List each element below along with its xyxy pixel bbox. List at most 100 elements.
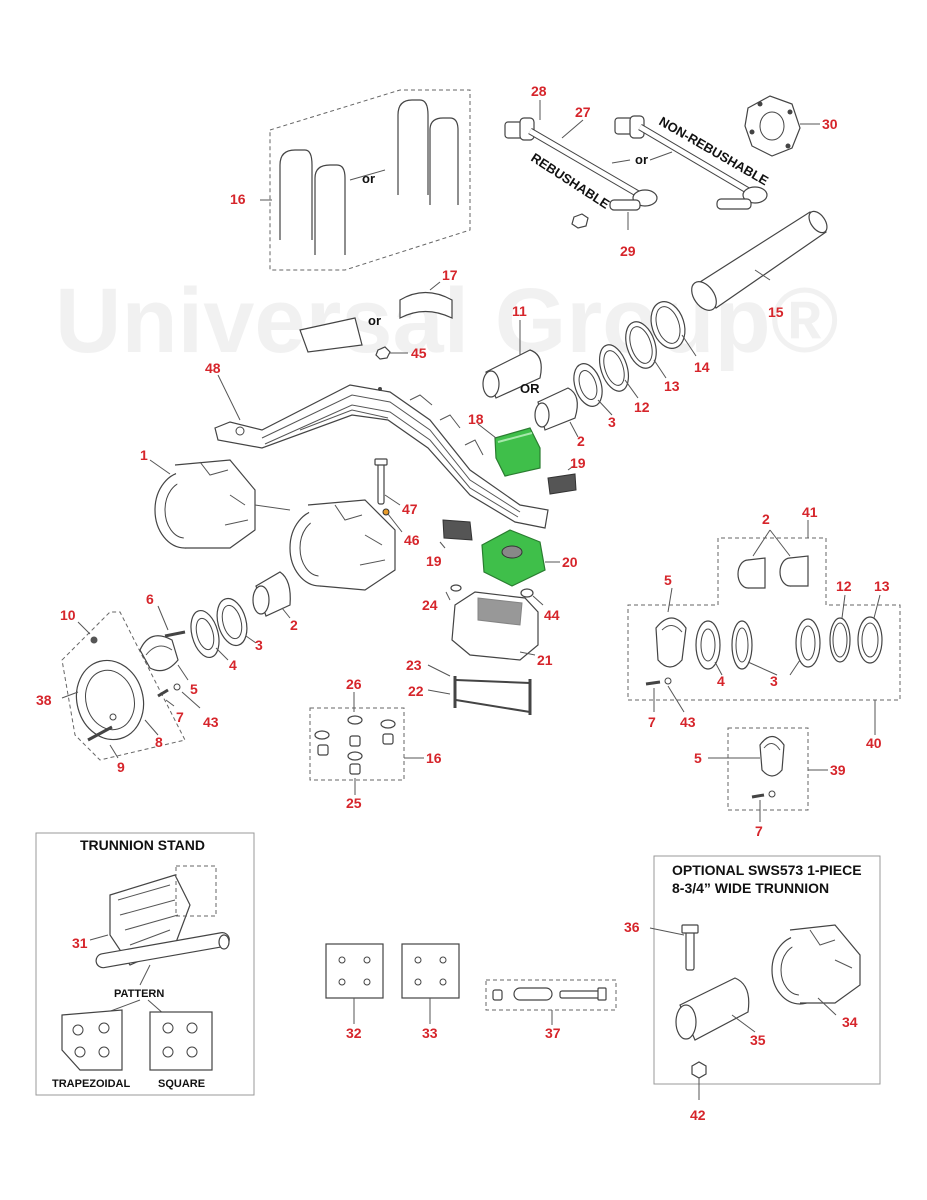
- callout-18: 18: [468, 411, 484, 427]
- u-bolt-group: [260, 89, 471, 271]
- callout-45: 45: [411, 345, 427, 361]
- callout-48: 48: [205, 360, 221, 376]
- callout-1: 1: [140, 447, 148, 463]
- torque-rods: [504, 100, 768, 230]
- callout-5-left: 5: [190, 681, 198, 697]
- green-seat-20: [481, 529, 560, 587]
- callout-4-right: 4: [717, 673, 725, 689]
- callout-20: 20: [562, 554, 578, 570]
- trunnion-stand-panel: [35, 832, 255, 1096]
- callout-2-mid: 2: [290, 617, 298, 633]
- callout-7-clamp: 7: [755, 823, 763, 839]
- rebushable-label: REBUSHABLE: [528, 150, 612, 212]
- callout-47: 47: [402, 501, 418, 517]
- callout-3-mid: 3: [255, 637, 263, 653]
- cap-group-38: [61, 611, 186, 761]
- trunnion-housing-1: [149, 459, 396, 591]
- square-label: SQUARE: [158, 1078, 205, 1090]
- callout-22: 22: [408, 683, 424, 699]
- callout-38: 38: [36, 692, 52, 708]
- callout-11: 11: [512, 303, 527, 319]
- hardware-box-16: [309, 692, 424, 795]
- callout-19-upper: 19: [570, 455, 586, 471]
- callout-23: 23: [406, 657, 422, 673]
- clamp-group-left: [139, 605, 201, 709]
- callout-3: 3: [608, 414, 616, 430]
- rods-22-23: [427, 664, 532, 715]
- callout-12: 12: [634, 399, 650, 415]
- spacer-19-lower: [439, 519, 473, 549]
- callout-16: 16: [230, 191, 246, 207]
- optional-trunnion-panel: [649, 855, 881, 1100]
- trapezoidal-label: TRAPEZOIDAL: [52, 1078, 131, 1090]
- optional-title-line1: OPTIONAL SWS573 1-PIECE: [672, 862, 862, 878]
- callout-33: 33: [422, 1025, 438, 1041]
- spacer-part-17: [299, 281, 453, 360]
- or-label-17: or: [368, 313, 381, 328]
- callout-17: 17: [442, 267, 458, 283]
- callout-14: 14: [694, 359, 710, 375]
- callout-43-right: 43: [680, 714, 696, 730]
- green-pad-18: [477, 423, 541, 477]
- callout-34: 34: [842, 1014, 858, 1030]
- bushing-group-mid: [190, 571, 291, 661]
- callout-16-box: 16: [426, 750, 442, 766]
- callout-31: 31: [72, 935, 88, 951]
- optional-title-line2: 8-3/4” WIDE TRUNNION: [672, 880, 829, 896]
- callout-8: 8: [155, 734, 163, 750]
- callout-41: 41: [802, 504, 818, 520]
- plate-33: [401, 943, 460, 1024]
- pattern-label: PATTERN: [114, 988, 164, 1000]
- trunnion-shaft-15: [691, 210, 828, 311]
- callout-27: 27: [575, 104, 591, 120]
- trunnion-stand-title: TRUNNION STAND: [80, 837, 205, 853]
- callout-37: 37: [545, 1025, 561, 1041]
- callout-13: 13: [664, 378, 680, 394]
- callout-7-left: 7: [176, 709, 184, 725]
- callout-28: 28: [531, 83, 547, 99]
- callout-42: 42: [690, 1107, 706, 1123]
- right-assembly-40: [627, 520, 901, 735]
- callout-40: 40: [866, 735, 882, 751]
- flange-part-30: [744, 95, 820, 157]
- callout-19-lower: 19: [426, 553, 442, 569]
- callout-6: 6: [146, 591, 154, 607]
- leaf-spring-48: [214, 374, 549, 529]
- callout-36: 36: [624, 919, 640, 935]
- callout-9: 9: [117, 759, 125, 775]
- bushing-group-top: [482, 320, 579, 438]
- callout-35: 35: [750, 1032, 766, 1048]
- or-label-rod: or: [635, 152, 648, 167]
- or-label-ubolt: or: [362, 171, 375, 186]
- callout-26: 26: [346, 676, 362, 692]
- or-label-11: OR: [520, 381, 540, 396]
- callout-4-mid: 4: [229, 657, 237, 673]
- callout-21: 21: [537, 652, 553, 668]
- callout-39: 39: [830, 762, 846, 778]
- callout-43-left: 43: [203, 714, 219, 730]
- hardware-37: [485, 979, 617, 1025]
- plate-32: [325, 943, 384, 1024]
- callout-24: 24: [422, 597, 438, 613]
- callout-30: 30: [822, 116, 838, 132]
- callout-44: 44: [544, 607, 560, 623]
- callout-2: 2: [577, 433, 585, 449]
- callout-7-right: 7: [648, 714, 656, 730]
- bolt-47: [374, 458, 403, 533]
- callout-29: 29: [620, 243, 636, 259]
- callout-25: 25: [346, 795, 362, 811]
- callout-12-right: 12: [836, 578, 852, 594]
- callout-46: 46: [404, 532, 420, 548]
- callout-32: 32: [346, 1025, 362, 1041]
- callout-5-clamp: 5: [694, 750, 702, 766]
- callout-5-right: 5: [664, 572, 672, 588]
- callout-2-right: 2: [762, 511, 770, 527]
- ring-group-top: [573, 301, 697, 416]
- spacer-19-upper: [547, 464, 577, 495]
- callout-3-right: 3: [770, 673, 778, 689]
- saddle-21: [445, 584, 544, 661]
- clamp-box-39: [708, 727, 828, 822]
- callout-10: 10: [60, 607, 76, 623]
- callout-15: 15: [768, 304, 784, 320]
